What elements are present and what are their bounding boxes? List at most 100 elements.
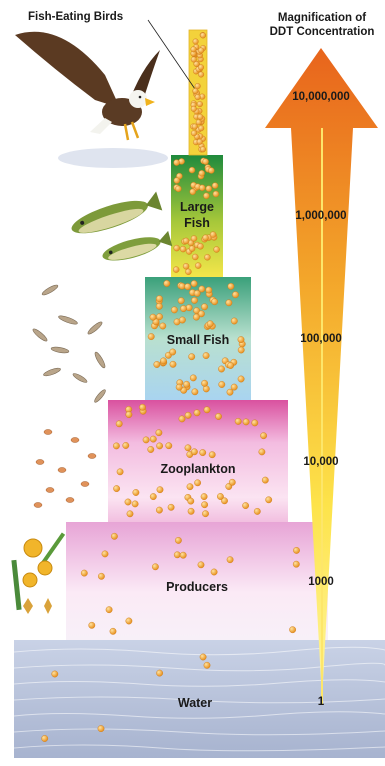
large-fish-icons: [68, 191, 172, 266]
magnification-value: 1: [318, 696, 324, 708]
ddt-particle: [193, 88, 199, 94]
magnification-value: 10,000: [303, 456, 338, 468]
ddt-particle: [210, 232, 216, 238]
ddt-particle: [156, 314, 162, 320]
ddt-particle: [197, 101, 203, 107]
ddt-particle: [231, 384, 237, 390]
large-fish-label-line1: Large: [171, 200, 223, 214]
small-fish-icons: [31, 283, 106, 403]
ddt-particle: [188, 498, 194, 504]
ddt-particle: [197, 139, 203, 145]
ddt-particle: [170, 361, 176, 367]
ddt-particle: [185, 269, 191, 275]
ddt-particle: [179, 317, 185, 323]
ddt-particle: [191, 236, 197, 242]
ddt-particle: [191, 297, 197, 303]
ddt-particle: [183, 381, 189, 387]
ddt-particle: [190, 375, 196, 381]
ddt-particle: [201, 304, 207, 310]
eagle-icon: [15, 32, 160, 140]
ddt-particle: [198, 65, 204, 71]
ddt-particle: [203, 159, 209, 165]
ddt-particle: [164, 280, 170, 286]
ddt-particle: [194, 480, 200, 486]
ddt-particle: [125, 499, 131, 505]
magnification-title-line2: DDT Concentration: [262, 25, 382, 39]
ddt-particle: [156, 670, 162, 676]
ddt-particle: [174, 160, 180, 166]
ddt-particle: [127, 511, 133, 517]
ddt-particle: [212, 183, 218, 189]
ddt-particle: [203, 235, 209, 241]
ddt-particle: [166, 443, 172, 449]
magnification-value: 1,000,000: [295, 210, 346, 222]
bird-perch-cloud: [58, 148, 168, 168]
ddt-particle: [139, 404, 145, 410]
magnification-title-line1: Magnification of: [262, 11, 382, 25]
magnification-value: 1000: [308, 576, 334, 588]
ddt-particle: [160, 323, 166, 329]
ddt-particle: [191, 280, 197, 286]
ddt-particle: [110, 628, 116, 634]
ddt-particle: [200, 654, 206, 660]
ddt-particle: [199, 170, 205, 176]
ddt-particle: [217, 493, 223, 499]
ddt-particle: [199, 185, 205, 191]
ddt-particle: [156, 296, 162, 302]
ddt-particle: [226, 300, 232, 306]
ddt-particle: [266, 497, 272, 503]
ddt-particle: [176, 384, 182, 390]
ddt-particle: [185, 412, 191, 418]
ddt-particle: [185, 284, 191, 290]
ddt-particle: [113, 443, 119, 449]
ddt-particle: [215, 413, 221, 419]
ddt-particle: [191, 106, 197, 112]
ddt-particle: [207, 321, 213, 327]
ddt-particle: [193, 39, 199, 45]
ddt-particle: [228, 283, 234, 289]
ddt-particle: [185, 445, 191, 451]
ddt-particle: [227, 362, 233, 368]
ddt-particle: [150, 314, 156, 320]
ddt-particle: [150, 493, 156, 499]
zooplankton-label: Zooplankton: [108, 462, 288, 476]
ddt-particle: [192, 124, 198, 130]
water-label: Water: [150, 696, 240, 710]
ddt-particle: [198, 243, 204, 249]
ddt-particle: [211, 299, 217, 305]
ddt-particle: [160, 358, 166, 364]
ddt-particle: [191, 130, 197, 136]
ddt-particle: [200, 147, 206, 153]
ddt-particle: [214, 247, 220, 253]
ddt-particle: [152, 564, 158, 570]
ddt-particle: [183, 238, 189, 244]
ddt-particle: [175, 537, 181, 543]
zooplankton-icons: [34, 430, 96, 508]
ddt-particle: [243, 419, 249, 425]
ddt-particle: [242, 502, 248, 508]
birds-label: Fish-Eating Birds: [28, 10, 123, 24]
ddt-particle: [204, 662, 210, 668]
ddt-particle: [204, 254, 210, 260]
ddt-particle: [171, 307, 177, 313]
ddt-particle: [52, 671, 58, 677]
ddt-particle: [174, 245, 180, 251]
ddt-particle: [81, 570, 87, 576]
ddt-particle: [201, 380, 207, 386]
ddt-particle: [123, 442, 129, 448]
ddt-particle: [200, 33, 206, 39]
ddt-particle: [232, 292, 238, 298]
ddt-particle: [195, 94, 201, 100]
ddt-particle: [191, 57, 197, 63]
ddt-particle: [190, 189, 196, 195]
ddt-particle: [98, 573, 104, 579]
ddt-particle: [194, 290, 200, 296]
ddt-particle: [98, 725, 104, 731]
ddt-particle: [126, 618, 132, 624]
ddt-particle: [198, 562, 204, 568]
ddt-particle: [289, 627, 295, 633]
ddt-particle: [126, 411, 132, 417]
ddt-particle: [211, 569, 217, 575]
